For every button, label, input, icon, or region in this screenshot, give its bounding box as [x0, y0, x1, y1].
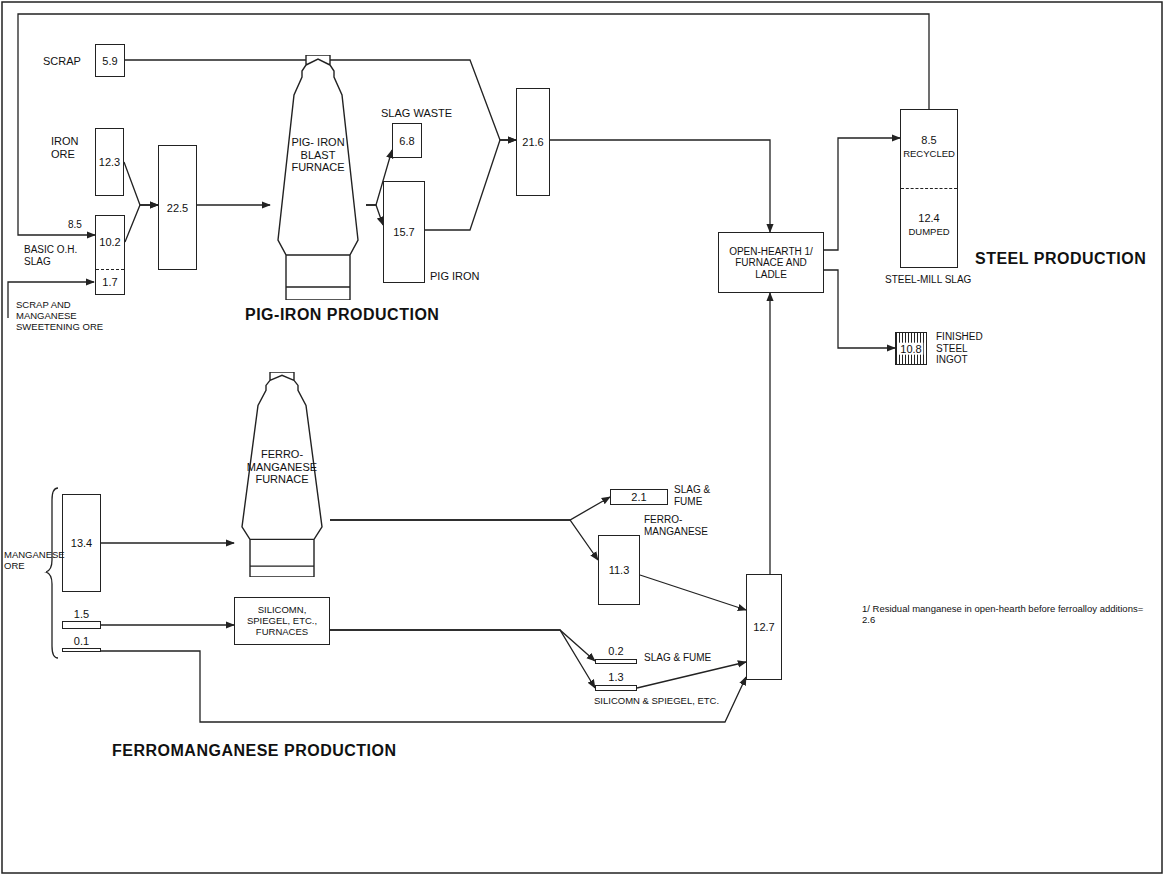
pig-iron-box: 15.7PIG IRON — [383, 181, 425, 283]
dash-divider — [901, 188, 957, 189]
flow-arrow — [640, 575, 746, 610]
flow-arrow — [637, 662, 746, 688]
ferromanganese-box: FERRO- MANGANESE11.3 — [598, 535, 640, 605]
value-text: 0.2 — [608, 645, 623, 658]
value-text: 15.7 — [393, 226, 414, 239]
slag-fume-box: 2.1SLAG & FUME — [610, 489, 668, 505]
value-text: 12.7 — [753, 621, 774, 634]
ore-box: IRON ORE12.3 — [95, 128, 124, 196]
node-label: SILICOMN & SPIEGEL, ETC. — [594, 696, 719, 707]
flow-arrow — [101, 542, 234, 543]
section-title: PIG-IRON PRODUCTION — [245, 306, 439, 324]
ore-bracket — [46, 488, 58, 658]
ore-box: 13.4 — [62, 494, 101, 592]
value-text: 21.6 — [522, 136, 543, 149]
ingot-box: 10.8FINISHED STEEL INGOT — [895, 332, 927, 365]
flow-arrow — [101, 624, 234, 625]
charge-box: 21.6 — [516, 88, 550, 196]
flow-arrow — [125, 205, 158, 242]
flow-arrow — [425, 140, 516, 230]
flow-arrow — [330, 630, 595, 688]
node-label: FERRO- MANGANESE — [644, 514, 724, 537]
flow-arrow — [550, 140, 770, 232]
blast-furnace: PIG- IRON BLAST FURNACE — [270, 55, 366, 300]
steel-slag-box: 8.5RECYCLED12.4DUMPEDSTEEL-MILL SLAG — [900, 109, 958, 268]
slag-box: BASIC O.H. SLAG10.21.7 — [95, 215, 125, 295]
node-label: SLAG WASTE — [381, 107, 452, 120]
section-title: FERROMANGANESE PRODUCTION — [112, 742, 397, 760]
value-text: 1.7 — [102, 276, 117, 289]
value-text: 10.8 — [898, 342, 923, 355]
value-text: SILICOMN, SPIEGEL, ETC., FURNACES — [237, 605, 327, 638]
value-text: 5.9 — [102, 54, 117, 67]
ore-box: 1.5 — [62, 621, 101, 629]
flow-arrow — [124, 162, 158, 205]
node-label: BASIC O.H. SLAG — [24, 244, 86, 267]
value-text: 11.3 — [609, 564, 630, 577]
ore-box: 0.1 — [62, 648, 101, 652]
value-text: 8.5 — [921, 134, 936, 147]
value-text: FERRO- MANGANESE FURNACE — [244, 448, 320, 486]
mix-box: 22.5 — [158, 145, 197, 270]
node-label: FINISHED STEEL INGOT — [936, 331, 996, 366]
note-label: 1/ Residual manganese in open-hearth bef… — [862, 604, 1147, 626]
node-label: STEEL-MILL SLAG — [885, 274, 971, 286]
value-text: OPEN-HEARTH 1/ FURNACE AND LADLE — [722, 245, 820, 280]
note-label: 8.5 — [68, 219, 82, 231]
ferromanganese-furnace: FERRO- MANGANESE FURNACE — [234, 372, 330, 577]
flow-arrow — [197, 204, 270, 205]
furnace-box: SILICOMN, SPIEGEL, ETC., FURNACES — [234, 597, 330, 645]
flow-arrow — [101, 651, 746, 722]
note-label: MANGANESE ORE — [4, 550, 46, 572]
value-text: 12.3 — [99, 156, 120, 169]
flow-arrow — [18, 14, 929, 235]
node-label: IRON ORE — [51, 135, 85, 160]
flow-arrow — [330, 630, 595, 661]
flow-arrow — [330, 497, 610, 520]
value-text: 10.2 — [99, 236, 120, 249]
open-hearth-box: OPEN-HEARTH 1/ FURNACE AND LADLE — [718, 232, 824, 293]
node-label: SLAG & FUME — [674, 484, 718, 507]
dash-divider — [96, 269, 124, 270]
value-text: 22.5 — [167, 201, 188, 214]
flow-arrow — [366, 205, 383, 225]
value-text: PIG- IRON BLAST FURNACE — [290, 136, 346, 174]
scrap-box: SCRAP5.9 — [95, 44, 125, 77]
slag-waste-box: SLAG WASTE6.8 — [392, 123, 422, 158]
flow-arrow — [769, 293, 770, 574]
section-title: STEEL PRODUCTION — [975, 250, 1146, 268]
node-label: PIG IRON — [430, 270, 480, 283]
value-text: 2.1 — [631, 491, 646, 504]
value-text: 0.1 — [74, 635, 89, 648]
value-text: RECYCLED — [903, 149, 955, 160]
slag-fume-box: 0.2SLAG & FUME — [595, 659, 637, 664]
value-text: 12.4 — [918, 212, 939, 225]
furnace-outline — [270, 55, 366, 300]
value-text: 13.4 — [71, 537, 92, 550]
node-label: SLAG & FUME — [644, 652, 711, 664]
note-label: SCRAP AND MANGANESE SWEETENING ORE — [16, 300, 128, 333]
value-text: 6.8 — [399, 134, 414, 147]
value-text: 1.5 — [74, 608, 89, 621]
flow-arrow — [824, 138, 900, 250]
value-text: DUMPED — [908, 227, 949, 238]
value-text: 1.3 — [608, 671, 623, 684]
ferroalloy-box: 12.7 — [746, 574, 782, 680]
flow-arrow — [330, 520, 598, 560]
node-label: SCRAP — [43, 55, 81, 68]
silicomn-box: 1.3SILICOMN & SPIEGEL, ETC. — [595, 685, 637, 691]
